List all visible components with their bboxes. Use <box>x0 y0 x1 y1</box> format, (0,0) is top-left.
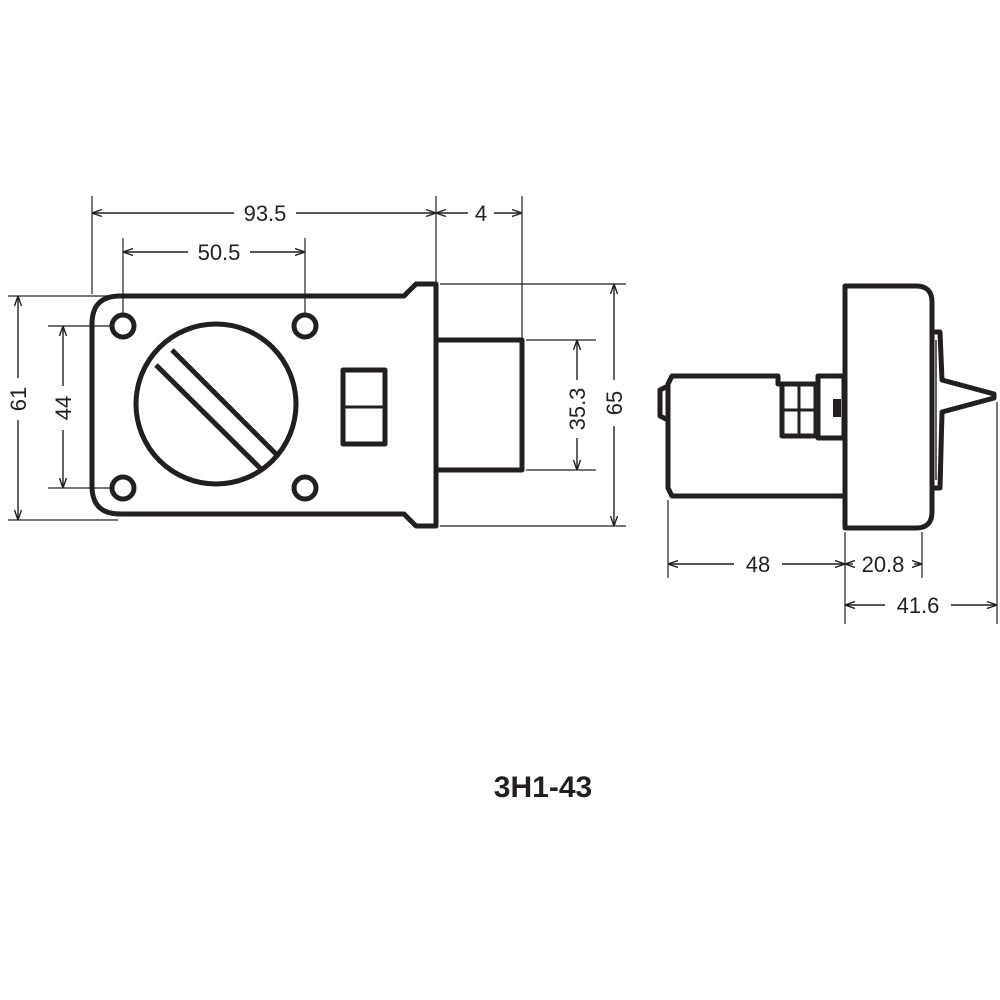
knob-side <box>929 329 997 491</box>
dim-total-depth: 41.6 <box>897 593 940 618</box>
dim-hole-spacing-vertical: 44 <box>51 396 76 420</box>
bolt <box>433 337 525 473</box>
side-view <box>657 283 997 531</box>
front-view <box>89 281 525 529</box>
mounting-hole-bottom-left <box>109 474 137 502</box>
mounting-hole-top-right <box>291 312 319 340</box>
dim-cylinder-length: 48 <box>746 552 770 577</box>
mounting-hole-bottom-right <box>291 474 319 502</box>
dim-overall-height: 61 <box>6 387 31 411</box>
slide-switch <box>340 367 388 447</box>
dim-bolt-housing-height: 65 <box>602 391 627 415</box>
dim-bolt-offset: 4 <box>475 201 487 226</box>
dimension-lines <box>18 213 997 605</box>
dim-bolt-height: 35.3 <box>565 388 590 431</box>
dim-overall-width: 93.5 <box>244 201 287 226</box>
dim-hole-spacing-horizontal: 50.5 <box>198 240 241 265</box>
model-title: 3H1-43 <box>494 771 592 804</box>
cam <box>779 373 847 441</box>
turn-knob <box>133 321 299 487</box>
dim-body-depth: 20.8 <box>862 552 905 577</box>
mounting-hole-top-left <box>109 312 137 340</box>
lock-body-side <box>842 283 935 531</box>
dimension-labels: 93.5 4 50.5 61 44 35.3 65 48 20.8 41.6 <box>6 201 939 618</box>
